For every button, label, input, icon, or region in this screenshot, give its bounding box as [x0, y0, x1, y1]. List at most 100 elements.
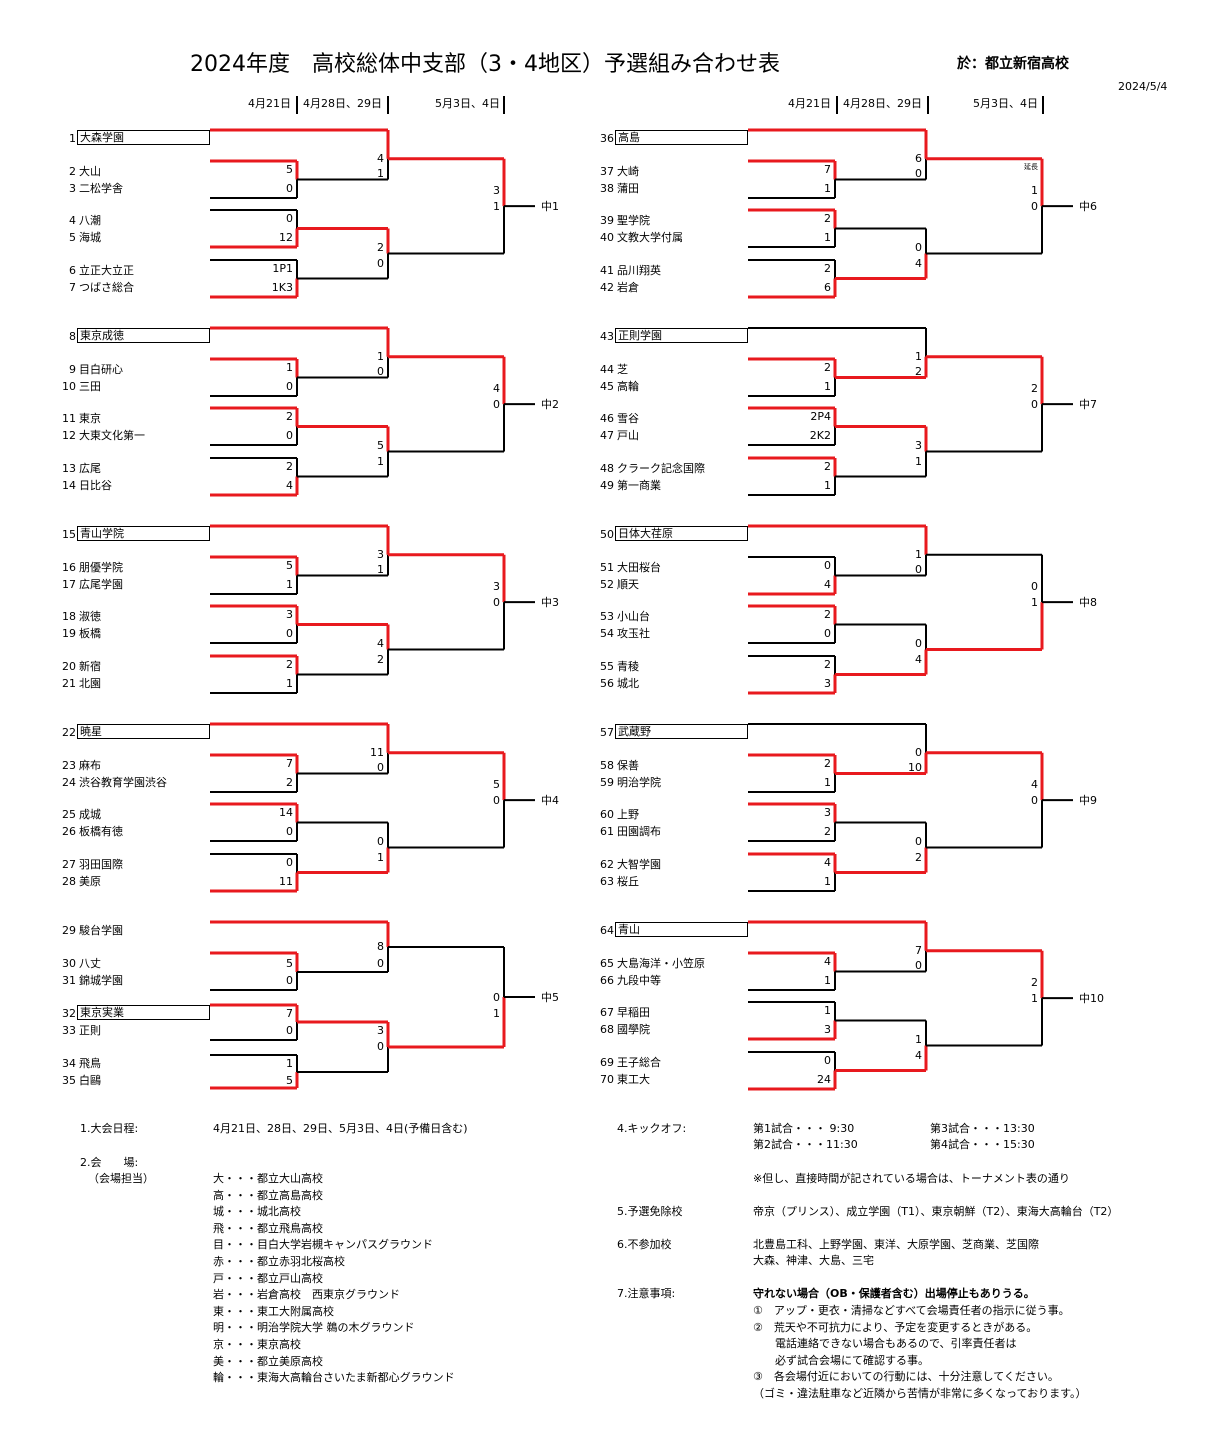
team-no: 2	[69, 165, 76, 178]
team-no: 24	[62, 776, 76, 789]
match-score: 0	[286, 380, 293, 393]
team-name: 明治学院	[617, 776, 661, 789]
kickoff-note: ※但し、直接時間が記されている場合は、トーナメント表の通り	[753, 1172, 1070, 1185]
team-name: 攻玉社	[617, 627, 650, 640]
venue-item: 目・・・目白大学岩槻キャンパスグラウンド	[213, 1238, 433, 1252]
match-score: 2P4	[810, 410, 831, 423]
match-score: 0	[377, 364, 384, 378]
match-score: 4	[915, 1048, 922, 1062]
match-score: 3	[824, 1023, 831, 1036]
match-score: 0	[377, 760, 384, 774]
match-score: 1	[286, 677, 293, 690]
team-name: 成城	[79, 808, 101, 821]
team-name: 大田桜台	[617, 561, 661, 574]
team-name-seed: 日体大荏原	[615, 526, 748, 541]
pool-label: 中6	[1079, 200, 1097, 214]
absent-label: 6.不参加校	[617, 1238, 672, 1251]
team-no: 27	[62, 858, 76, 871]
match-score: 4	[915, 256, 922, 270]
note-item: ② 荒天や不可抗力により、予定を変更するときがある。	[753, 1320, 1038, 1334]
team-name: 広尾学園	[79, 578, 123, 591]
match-score: 0	[915, 636, 922, 650]
match-score: 5	[286, 1074, 293, 1087]
match-score: 4	[493, 382, 500, 396]
team-no: 48	[600, 462, 614, 475]
venue-item: 美・・・都立美原高校	[213, 1354, 323, 1368]
team-no: 54	[600, 627, 614, 640]
note-item: ③ 各会場付近においての行動には、十分注意してください。	[753, 1370, 1059, 1384]
team-no: 9	[69, 363, 76, 376]
team-name: 二松学舎	[79, 182, 123, 195]
match-score: 3	[377, 1024, 384, 1037]
pool-label: 中1	[541, 200, 559, 214]
venue-section-sub: （会場担当）	[88, 1172, 154, 1185]
team-name: 上野	[617, 808, 639, 821]
team-name-seed: 青山学院	[77, 526, 210, 541]
match-score: 2K2	[809, 429, 831, 442]
team-seed-no: 50	[600, 528, 614, 541]
team-name: 第一商業	[617, 479, 661, 492]
team-name: 聖学院	[617, 214, 650, 227]
match-score: 0	[493, 398, 500, 412]
team-name: 桜丘	[617, 875, 639, 888]
match-score: 2	[915, 364, 922, 378]
match-score: 1	[915, 454, 922, 468]
team-no: 47	[600, 429, 614, 442]
notes-label: 7.注意事項:	[617, 1287, 676, 1300]
team-name: 高輪	[617, 380, 639, 393]
match-score: 0	[377, 256, 384, 270]
team-no: 41	[600, 264, 614, 277]
team-no: 21	[62, 677, 76, 690]
team-name: 岩倉	[617, 281, 639, 294]
match-score: 1	[1031, 596, 1038, 610]
page-title: 2024年度 高校総体中支部（3・4地区）予選組み合わせ表	[190, 52, 780, 77]
team-no: 59	[600, 776, 614, 789]
match-score: 1	[286, 361, 293, 374]
team-no: 70	[600, 1073, 614, 1086]
team-no: 69	[600, 1056, 614, 1069]
match-score: 1	[824, 974, 831, 987]
match-score: 2	[377, 240, 384, 254]
venue-label: 於：都立新宿高校	[957, 56, 1069, 72]
team-no: 23	[62, 759, 76, 772]
team-name: 海城	[79, 231, 101, 244]
team-name-seed: 東京成徳	[77, 328, 210, 343]
team-name: 広尾	[79, 462, 101, 475]
match-score: 24	[817, 1073, 831, 1086]
match-score: 1	[377, 454, 384, 468]
round3-date-left: 5月3日、4日	[435, 97, 500, 110]
team-name: 戸山	[617, 429, 639, 442]
match-score: 4	[1031, 778, 1038, 792]
round3-date-right: 5月3日、4日	[973, 97, 1038, 110]
team-no: 4	[69, 214, 76, 227]
match-score: 1	[377, 850, 384, 864]
match-score: 6	[824, 281, 831, 294]
match-score: 1	[915, 1032, 922, 1046]
team-name: 渋谷教育学園渋谷	[79, 776, 167, 789]
team-no: 10	[62, 380, 76, 393]
team-name: 雪谷	[617, 412, 639, 425]
match-score: 2	[1031, 382, 1038, 396]
exempt-value: 帝京（プリンス）、成立学園（T1）、東京朝鮮（T2）、東海大高輪台（T2）	[753, 1205, 1119, 1218]
match-score: 6	[915, 151, 922, 165]
team-no: 7	[69, 281, 76, 294]
venue-item: 岩・・・岩倉高校 西東京グラウンド	[213, 1288, 400, 1302]
team-no: 33	[62, 1024, 76, 1037]
match-score: 0	[824, 1054, 831, 1067]
team-no: 11	[62, 412, 76, 425]
match-score: 1	[377, 562, 384, 576]
team-name: 目白研心	[79, 363, 123, 376]
team-name: 羽田国際	[79, 858, 123, 871]
match-score: 0	[493, 596, 500, 610]
team-name: 田園調布	[617, 825, 661, 838]
team-no: 60	[600, 808, 614, 821]
team-no: 3	[69, 182, 76, 195]
match-score: 4	[377, 636, 384, 650]
team-name: 大山	[79, 165, 101, 178]
team-no: 5	[69, 231, 76, 244]
match-score: 14	[279, 806, 293, 819]
team-no: 66	[600, 974, 614, 987]
team-name: 北園	[79, 677, 101, 690]
match-score: 3	[824, 806, 831, 819]
